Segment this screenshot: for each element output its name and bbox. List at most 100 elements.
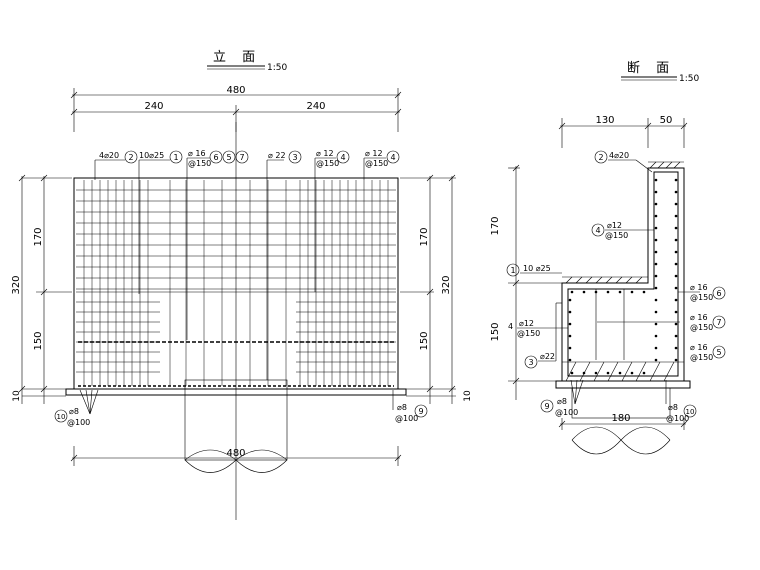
hatch-base [562, 361, 684, 382]
rebar-dot [568, 310, 572, 314]
elevation-view: 立 面 1:50 480 240 240 [11, 50, 473, 520]
sec-callout-d8-right: ⌀8 [668, 403, 678, 412]
dim-overall-480-top: 480 [226, 85, 245, 96]
dim-right-170: 170 [419, 227, 430, 246]
elevation-bottom-left-callout: 10 ⌀8 @100 [54, 389, 99, 427]
hatch-stem-top [648, 161, 684, 169]
rebar-dot [630, 371, 634, 375]
section-left-dimensions: 170 150 [490, 164, 562, 400]
sec-marker-9-icon [540, 399, 554, 413]
marker-3-label: 3 [292, 153, 297, 162]
sec-marker-4-icon [591, 223, 605, 237]
rebar-dot [674, 214, 678, 218]
marker-9-label: 9 [418, 407, 423, 416]
rebar-dot [674, 346, 678, 350]
section-outline [561, 167, 685, 382]
elevation-left-dimensions: 320 170 150 10 [11, 174, 72, 404]
callout-at150-b: @150 [316, 159, 339, 168]
dim-right-150: 150 [419, 331, 430, 350]
rebar-dot [654, 226, 658, 230]
sec-dim-180: 180 [611, 413, 630, 424]
rebar-dot [654, 346, 658, 350]
rebar-dot [568, 346, 572, 350]
marker-10-label: 10 [57, 413, 66, 421]
sec-callout-d22: ⌀22 [540, 352, 555, 361]
sec-callout-at100-left: @100 [555, 408, 578, 417]
rebar-dot [654, 286, 658, 290]
section-rebars [567, 171, 680, 377]
sec-callout-d16-5: ⌀ 16 [690, 343, 708, 352]
sec-marker-5-label: 5 [716, 348, 721, 357]
dim-left-320: 320 [11, 275, 22, 294]
rebar-dot [674, 286, 678, 290]
marker-2-label: 2 [128, 153, 133, 162]
sec-dim-170: 170 [490, 216, 501, 235]
sec-marker-1-label: 1 [510, 266, 515, 275]
elevation-bottom-dimension: 480 [70, 446, 402, 466]
rebar-dot [654, 250, 658, 254]
sec-callout-at150: @150 [605, 231, 628, 240]
dim-left-240: 240 [144, 101, 163, 112]
rebar-dot [674, 262, 678, 266]
sec-marker-5-icon [712, 345, 726, 359]
section-title: 断 面 [627, 61, 675, 76]
sec-callout-d12: ⌀12 [607, 221, 622, 230]
rebar-dot [654, 202, 658, 206]
sec-marker-1-icon [506, 263, 520, 277]
sec-marker-9-label: 9 [544, 402, 549, 411]
rebar-dot [654, 322, 658, 326]
callout-d8-left: ⌀8 [69, 407, 79, 416]
sec-callout-10d25: 10 ⌀25 [523, 264, 551, 273]
rebar-dot [606, 371, 610, 375]
marker-6-icon [209, 150, 223, 164]
rebar-dot [654, 298, 658, 302]
rebar-dot [654, 238, 658, 242]
marker-1-label: 1 [173, 153, 178, 162]
sec-callout-d8-left: ⌀8 [557, 397, 567, 406]
marker-9-icon [414, 404, 428, 418]
marker-6-label: 6 [213, 153, 218, 162]
callout-10d25: 10⌀25 [139, 151, 164, 160]
rebar-dot [606, 290, 610, 294]
sec-marker-3-label: 3 [528, 358, 533, 367]
rebar-dot [654, 358, 658, 362]
callout-d8-right: ⌀8 [397, 403, 407, 412]
dim-overall-480-bottom: 480 [226, 448, 245, 459]
rebar-dot [674, 226, 678, 230]
callout-d22: ⌀ 22 [268, 151, 286, 160]
elevation-title: 立 面 [213, 50, 261, 65]
marker-4b-icon [386, 150, 400, 164]
marker-5-icon [222, 150, 236, 164]
sec-callout-4prefix: 4 [508, 322, 513, 331]
sec-marker-6-label: 6 [716, 289, 721, 298]
callout-at150-a: @150 [188, 159, 211, 168]
marker-4a-icon [336, 150, 350, 164]
sec-marker-10-icon [683, 404, 697, 418]
sec-marker-7-icon [712, 315, 726, 329]
dim-left-150: 150 [33, 331, 44, 350]
dim-right-320: 320 [441, 275, 452, 294]
section-view: 断 面 1:50 130 50 170 150 [490, 61, 726, 455]
callout-at100-left: @100 [67, 418, 90, 427]
rebar-dot [568, 358, 572, 362]
rebar-dot [582, 290, 586, 294]
rebar-dot [674, 274, 678, 278]
sec-callout-at150-5: @150 [690, 353, 713, 362]
marker-3-icon [288, 150, 302, 164]
sec-marker-3-icon [524, 355, 538, 369]
rebar-dot [654, 262, 658, 266]
sec-marker-7-label: 7 [716, 318, 721, 327]
sec-callout-d16-7: ⌀ 16 [690, 313, 708, 322]
sec-callout-at100-right: @100 [666, 414, 689, 423]
callout-d12-a: ⌀ 12 [316, 149, 334, 158]
sec-marker-2-icon [594, 150, 608, 164]
rebar-dot [674, 334, 678, 338]
rebar-dot [674, 298, 678, 302]
elevation-top-callouts: 4⌀20 2 10⌀25 1 ⌀ 16 @150 6 5 7 ⌀ 22 3 [94, 149, 400, 380]
marker-7-label: 7 [239, 153, 244, 162]
marker-5-label: 5 [226, 153, 231, 162]
sec-dim-130: 130 [595, 115, 614, 126]
rebar-dot [674, 358, 678, 362]
rebar-dot [674, 322, 678, 326]
sec-callout-at150-7: @150 [690, 323, 713, 332]
